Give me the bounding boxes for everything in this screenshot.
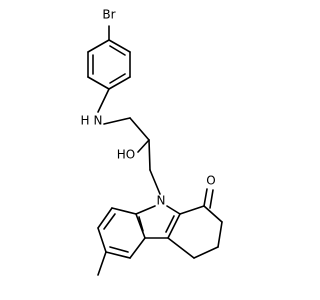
bond <box>167 213 181 239</box>
amine-hydrogen-label: H <box>80 114 89 128</box>
double-bond <box>138 216 144 232</box>
bond <box>105 251 131 259</box>
bond <box>217 221 223 248</box>
bond <box>167 237 195 259</box>
bond <box>111 207 137 215</box>
bond <box>108 76 131 90</box>
double-bond <box>109 246 129 253</box>
double-bond <box>109 45 126 56</box>
carbonyl-bond <box>209 189 214 209</box>
bond <box>179 205 205 215</box>
hydroxyl-label: HO <box>117 148 135 162</box>
carbonyl-oxygen-label: O <box>206 174 215 188</box>
bond <box>97 227 107 253</box>
bond <box>149 169 161 195</box>
bond <box>193 246 219 259</box>
bond <box>87 39 110 53</box>
amine-nitrogen-label: N <box>94 114 103 128</box>
bond <box>148 139 151 171</box>
bond <box>129 237 146 259</box>
bond <box>203 205 223 223</box>
bond <box>97 88 110 113</box>
bond <box>103 117 131 125</box>
bond <box>135 213 146 239</box>
methyl-bond <box>97 251 107 276</box>
bond <box>129 117 150 141</box>
molecule-structure: Br N H HO N O <box>80 8 223 276</box>
bond <box>108 39 131 53</box>
bond <box>166 205 181 215</box>
double-bond <box>109 73 126 84</box>
bond <box>87 76 110 90</box>
carbazole-nitrogen-label: N <box>157 194 166 208</box>
double-bond <box>165 215 175 233</box>
carbonyl-bond <box>203 188 208 207</box>
bromine-label: Br <box>102 8 115 22</box>
bond <box>97 207 113 229</box>
bond <box>137 139 150 153</box>
bond <box>135 205 156 215</box>
linker-chain <box>97 88 161 195</box>
carbazole-core <box>97 188 223 276</box>
bromophenyl-ring <box>87 25 131 90</box>
atom-labels: Br N H HO N O <box>80 8 215 208</box>
double-bond <box>103 213 116 230</box>
